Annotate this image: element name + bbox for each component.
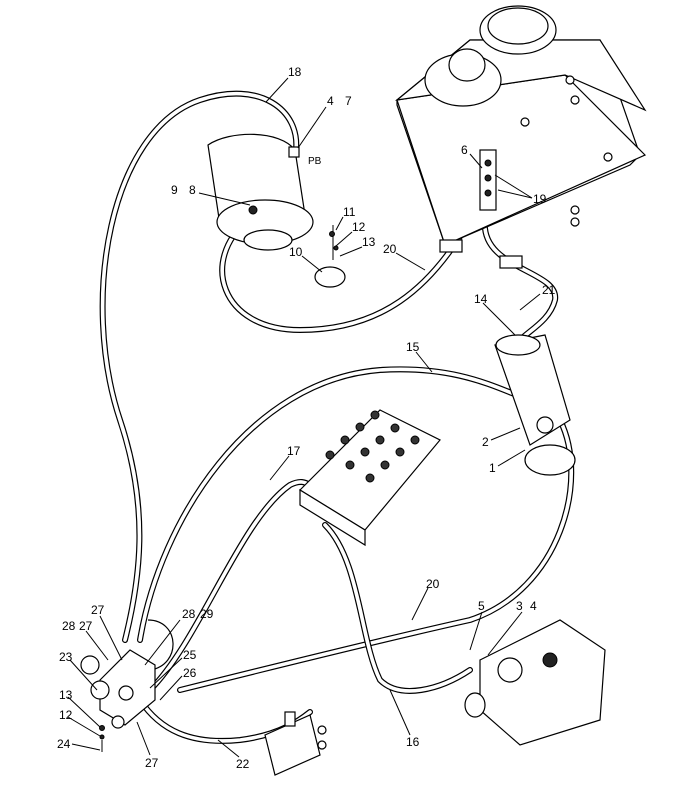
callout-12-lower: 12 xyxy=(59,708,73,722)
callout-20: 20 xyxy=(383,242,397,256)
hydraulic-pump xyxy=(464,619,606,746)
callout-21: 21 xyxy=(542,283,556,297)
callout-3: 3 xyxy=(516,599,523,613)
callout-23: 23 xyxy=(59,650,73,664)
auxiliary-valve xyxy=(264,711,327,776)
hose-clamp xyxy=(314,225,346,288)
callout-17: 17 xyxy=(287,444,301,458)
hose-15 xyxy=(137,366,533,643)
hose-16 xyxy=(322,522,473,694)
hydraulic-tank xyxy=(394,5,647,269)
callout-26: 26 xyxy=(183,666,197,680)
hose-18 xyxy=(99,90,300,643)
callout-16: 16 xyxy=(406,735,420,749)
callout-11: 11 xyxy=(343,205,356,219)
leader-lines xyxy=(67,77,541,758)
callout-27-top: 27 xyxy=(91,603,105,617)
callout-13-lower: 13 xyxy=(59,688,73,702)
control-valve-bank xyxy=(299,409,441,547)
callout-6: 6 xyxy=(461,143,468,157)
callout-labels: 18 4 7 PB 9 8 11 12 13 10 20 6 19 21 14 … xyxy=(57,65,556,771)
callout-15: 15 xyxy=(406,340,420,354)
callout-5: 5 xyxy=(478,599,485,613)
callout-8: 8 xyxy=(189,183,196,197)
port-label-pb: PB xyxy=(308,156,322,167)
callout-10: 10 xyxy=(289,245,303,259)
filter-assembly xyxy=(494,334,576,476)
callout-12: 12 xyxy=(352,220,366,234)
diverter-valve-block xyxy=(80,619,174,752)
hose-motor-return xyxy=(219,217,473,334)
callout-13: 13 xyxy=(362,235,376,249)
callout-14: 14 xyxy=(474,292,488,306)
callout-20-lower: 20 xyxy=(426,577,440,591)
callout-1: 1 xyxy=(489,461,496,475)
callout-18: 18 xyxy=(288,65,302,79)
callout-4-pump: 4 xyxy=(530,599,537,613)
callout-9: 9 xyxy=(171,183,178,197)
hoses xyxy=(99,90,575,744)
callout-29: 29 xyxy=(200,607,214,621)
hose-21 xyxy=(481,217,559,343)
callout-7: 7 xyxy=(345,94,352,108)
callout-19: 19 xyxy=(533,192,547,206)
callout-27-bottom: 27 xyxy=(145,756,159,770)
callout-28-right: 28 xyxy=(182,607,196,621)
callout-25: 25 xyxy=(183,648,197,662)
callout-22: 22 xyxy=(236,757,250,771)
callout-27-left: 27 xyxy=(79,619,93,633)
callout-24: 24 xyxy=(57,737,71,751)
callout-2: 2 xyxy=(482,435,489,449)
hose-17 xyxy=(147,479,313,693)
callout-28-left: 28 xyxy=(62,619,76,633)
callout-4: 4 xyxy=(327,94,334,108)
hose-20-lower xyxy=(177,417,575,693)
hydraulic-motor xyxy=(207,133,314,251)
